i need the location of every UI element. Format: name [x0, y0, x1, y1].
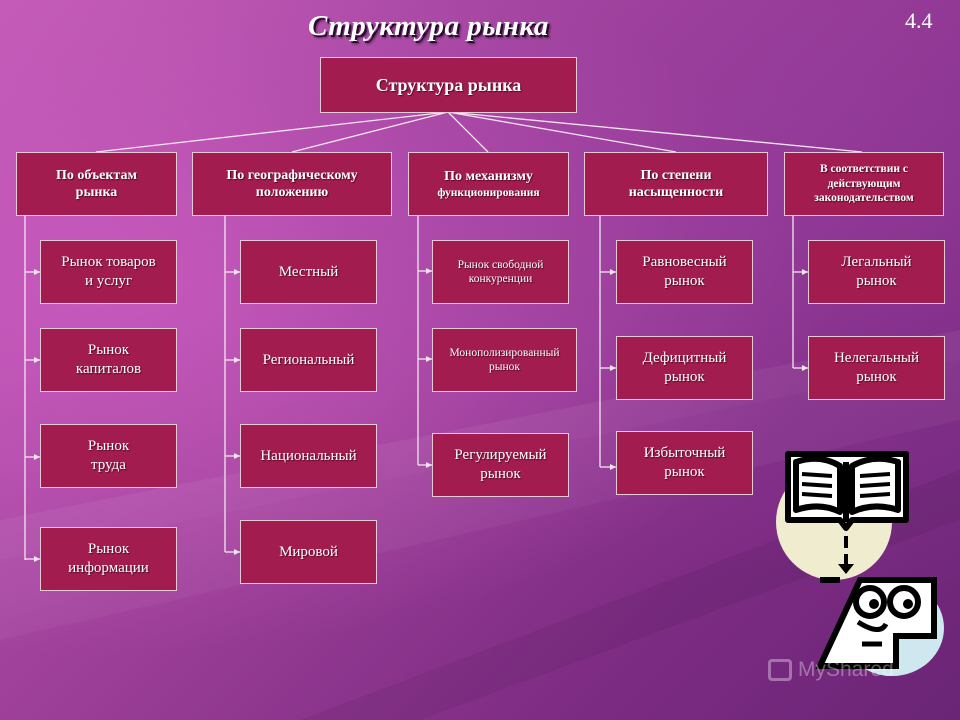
item-surplus-market: Избыточный рынок: [616, 431, 753, 495]
item-labor-market: Рынок труда: [40, 424, 177, 488]
header-mechanism-line2: функционирования: [437, 186, 540, 199]
header-saturation: По степени насыщенности: [584, 152, 768, 216]
item-goods-services-market: Рынок товаров и услуг: [40, 240, 177, 304]
item-deficit-market: Дефицитный рынок: [616, 336, 753, 400]
item-equilibrium-market: Равновесный рынок: [616, 240, 753, 304]
item-capital-market: Рынок капиталов: [40, 328, 177, 392]
header-legislation: В соответствии с действующим законодател…: [784, 152, 944, 216]
item-monopolized-market: Монополизированный рынок: [432, 328, 577, 392]
myshared-logo-icon: [768, 659, 792, 681]
item-local-market: Местный: [240, 240, 377, 304]
book-reader-icon: [776, 451, 944, 676]
item-illegal-market: Нелегальный рынок: [808, 336, 945, 400]
header-geography: По географическому положению: [192, 152, 392, 216]
item-world-market: Мировой: [240, 520, 377, 584]
item-legal-market: Легальный рынок: [808, 240, 945, 304]
item-regional-market: Региональный: [240, 328, 377, 392]
item-information-market: Рынок информации: [40, 527, 177, 591]
watermark-text: MyShared: [798, 658, 894, 681]
slide-number: 4.4: [905, 8, 933, 33]
slide-title: Структура рынка: [308, 10, 549, 42]
item-national-market: Национальный: [240, 424, 377, 488]
header-mechanism: По механизму функционирования: [408, 152, 569, 216]
watermark: MyShared: [768, 658, 894, 682]
header-mechanism-line1: По механизму: [444, 169, 533, 185]
item-regulated-market: Регулируемый рынок: [432, 433, 569, 497]
item-free-competition-market: Рынок свободной конкуренции: [432, 240, 569, 304]
header-objects: По объектам рынка: [16, 152, 177, 216]
root-box: Структура рынка: [320, 57, 577, 113]
